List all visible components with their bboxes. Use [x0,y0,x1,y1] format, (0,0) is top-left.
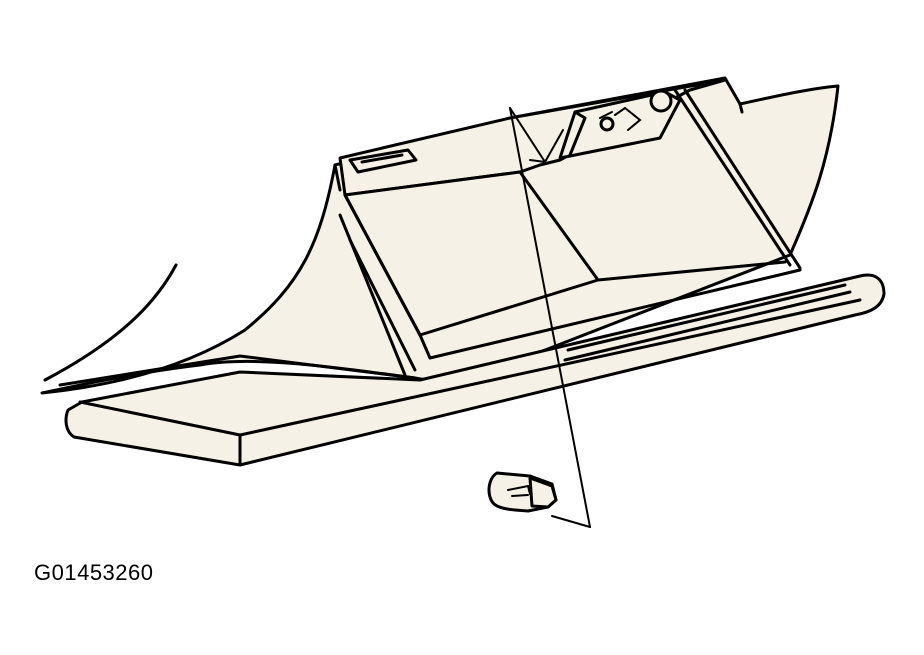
lamp-socket-bracket [558,89,682,160]
figure-id-label: G01453260 [34,560,154,585]
callout-leader [509,107,591,528]
glove-box-door [64,273,886,467]
wedge-bulb [487,471,558,513]
